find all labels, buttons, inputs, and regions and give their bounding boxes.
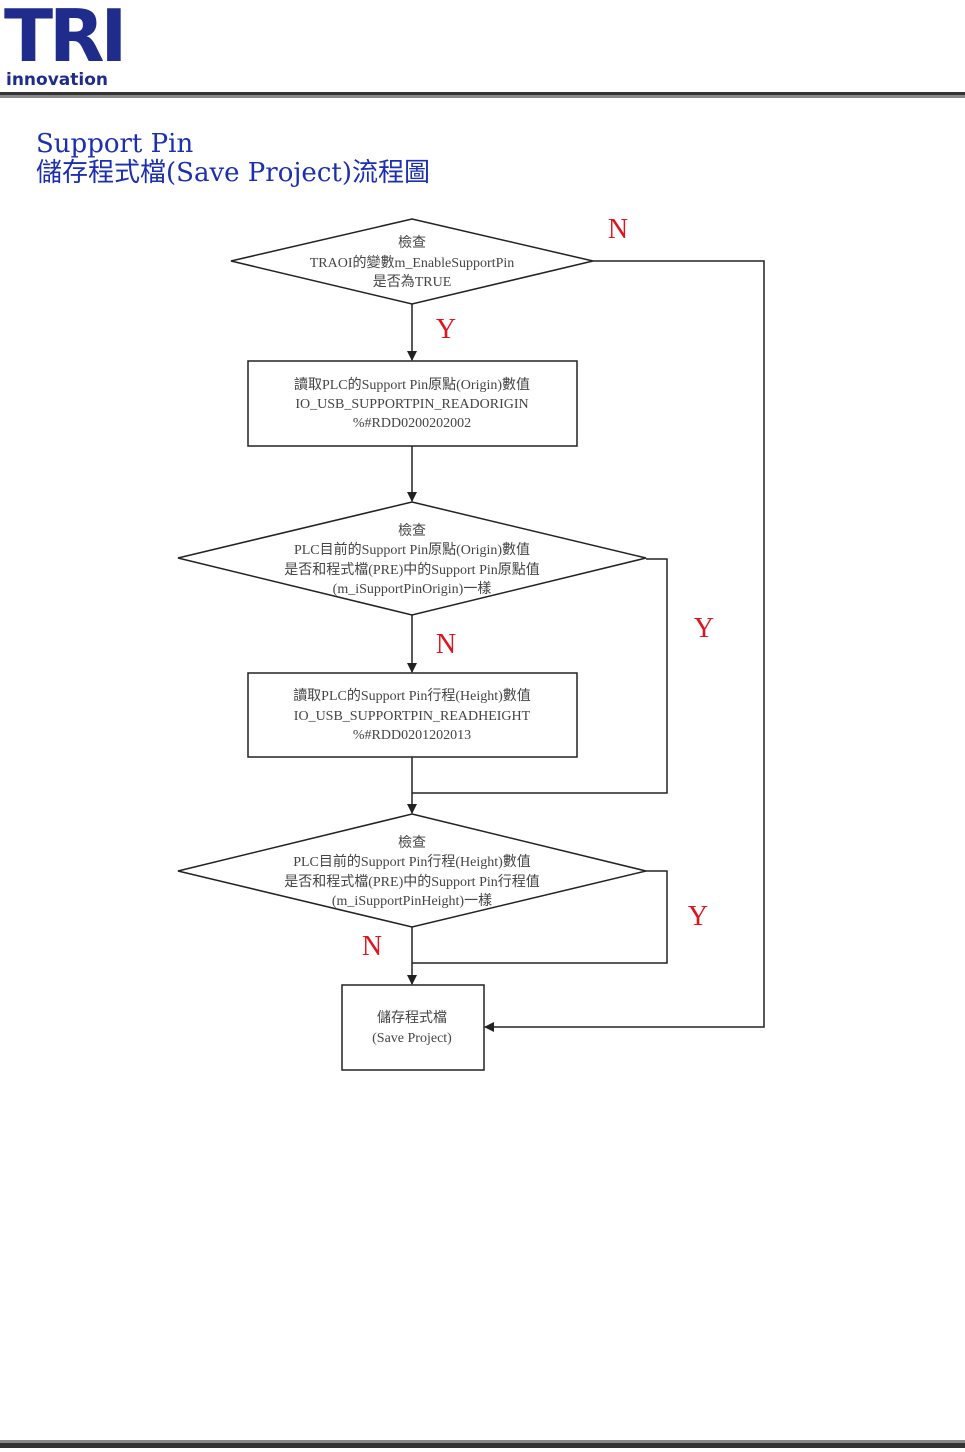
read-origin-text-3: %#RDD0200202002 (353, 416, 471, 431)
connector-enable-no-to-save (484, 260, 765, 1032)
logo-mark: TRI (4, 0, 127, 78)
check-origin-text-2: PLC目前的Support Pin原點(Origin)數值 (294, 541, 530, 558)
branch-label-height-yes: Y (688, 901, 708, 932)
page-header: TRI innovation (0, 0, 965, 100)
branch-label-enable-yes: Y (436, 314, 456, 345)
connector-height-yes-bypass (412, 870, 668, 964)
check-height-diamond (177, 813, 647, 928)
read-origin-text-2: IO_USB_SUPPORTPIN_READORIGIN (295, 397, 528, 412)
check-origin-diamond (177, 501, 647, 616)
check-height-text-2: PLC目前的Support Pin行程(Height)數值 (293, 853, 531, 870)
read-origin-box (247, 360, 578, 447)
check-enable-text-1: 檢查 (398, 234, 426, 251)
check-origin-text-3: 是否和程式檔(PRE)中的Support Pin原點值 (284, 562, 540, 578)
check-enable-text-2: TRAOI的變數m_EnableSupportPin (310, 255, 515, 271)
footer-divider (0, 1440, 965, 1448)
title-line-1: Support Pin (36, 129, 194, 159)
branch-label-origin-no: N (436, 629, 456, 660)
save-project-text-2: (Save Project) (372, 1031, 452, 1046)
page-title: Support Pin 儲存程式檔(Save Project)流程圖 (36, 130, 430, 188)
branch-label-height-no: N (362, 931, 382, 962)
check-height-text-1: 檢查 (398, 834, 426, 851)
title-line-2: 儲存程式檔(Save Project)流程圖 (36, 158, 430, 188)
check-origin-text-1: 檢查 (398, 522, 426, 539)
read-height-text-2: IO_USB_SUPPORTPIN_READHEIGHT (294, 709, 531, 724)
company-logo: TRI innovation (4, 0, 127, 90)
branch-label-origin-yes: Y (694, 613, 714, 644)
read-height-text-3: %#RDD0201202013 (353, 728, 471, 743)
branch-label-enable-no: N (608, 214, 628, 245)
header-divider (0, 92, 965, 98)
save-project-text-1: 儲存程式檔 (377, 1010, 447, 1026)
read-height-text-1: 讀取PLC的Support Pin行程(Height)數值 (293, 688, 531, 704)
check-height-text-4: (m_iSupportPinHeight)一樣 (332, 892, 492, 909)
check-height-text-3: 是否和程式檔(PRE)中的Support Pin行程值 (284, 874, 540, 890)
check-enable-text-3: 是否為TRUE (373, 274, 452, 290)
connector-origin-yes-bypass (412, 558, 668, 794)
read-origin-text-1: 讀取PLC的Support Pin原點(Origin)數值 (294, 377, 530, 393)
check-origin-text-4: (m_iSupportPinOrigin)一樣 (333, 580, 492, 597)
logo-tagline: innovation (6, 70, 108, 90)
save-project-box (341, 984, 485, 1071)
read-height-box (247, 672, 578, 758)
